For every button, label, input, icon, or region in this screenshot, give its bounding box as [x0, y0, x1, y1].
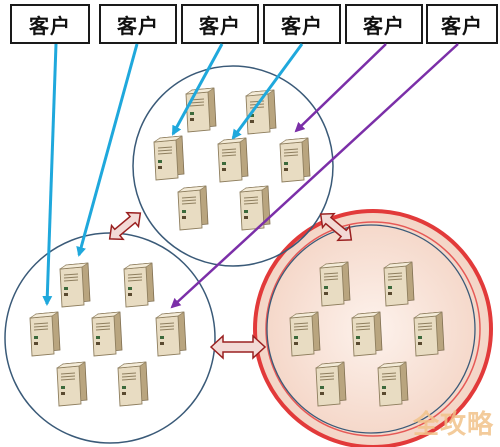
- client-box-3: 客户: [181, 4, 259, 44]
- client-box-5: 客户: [345, 4, 423, 44]
- server-icon: [177, 185, 209, 231]
- client-box-1: 客户: [10, 4, 90, 44]
- arrow-icon: [170, 43, 459, 309]
- server-icon: [217, 137, 249, 183]
- highlight-ring-inner: [265, 221, 481, 437]
- server-icon: [185, 87, 217, 133]
- server-icon: [279, 137, 311, 183]
- server-icon: [29, 311, 61, 357]
- arrow-icon: [76, 43, 139, 257]
- double-arrow-icon: [108, 211, 142, 241]
- cluster-circle-right: [266, 224, 476, 434]
- server-icon: [315, 361, 347, 407]
- server-icon: [383, 261, 415, 307]
- server-icon: [153, 135, 185, 181]
- server-icon: [155, 311, 187, 357]
- client-box-4: 客户: [263, 4, 341, 44]
- client-box-2: 客户: [99, 4, 177, 44]
- server-icon: [377, 361, 409, 407]
- double-arrow-icon: [209, 334, 267, 360]
- server-icon: [239, 185, 271, 231]
- server-icon: [289, 311, 321, 357]
- server-icon: [319, 261, 351, 307]
- server-icon: [56, 361, 88, 407]
- arrow-icon: [231, 43, 304, 140]
- server-icon: [123, 262, 155, 308]
- double-arrow-icon: [319, 212, 353, 242]
- server-icon: [59, 262, 91, 308]
- arrow-icon: [294, 43, 387, 133]
- arrow-icon: [171, 43, 224, 136]
- server-icon: [413, 311, 445, 357]
- cluster-circle-top: [132, 65, 334, 267]
- server-icon: [117, 361, 149, 407]
- server-icon: [351, 311, 383, 357]
- arrow-icon: [42, 43, 58, 306]
- server-icon: [91, 311, 123, 357]
- client-box-6: 客户: [426, 4, 498, 44]
- watermark-text: 全攻略: [412, 410, 494, 440]
